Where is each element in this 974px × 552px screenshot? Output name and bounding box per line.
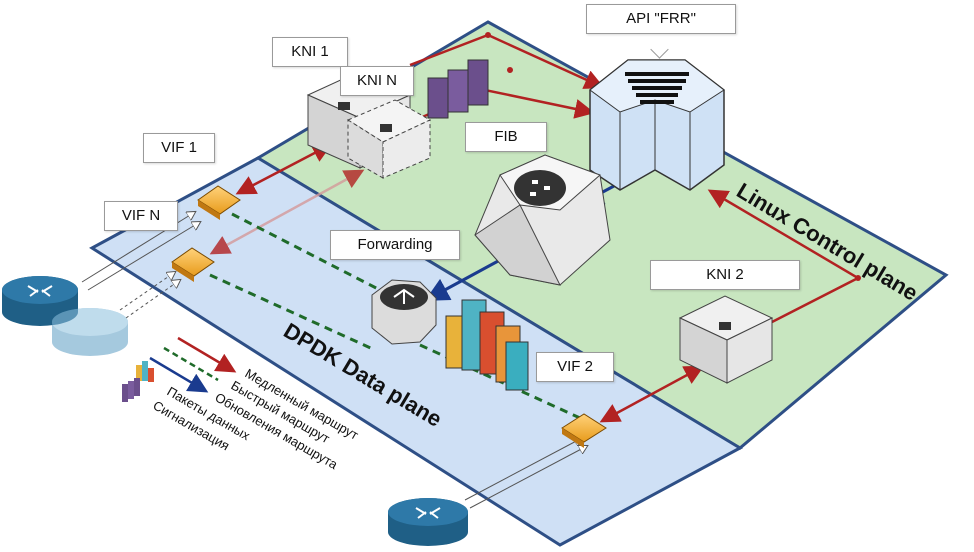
label-vifN-text: VIF N: [121, 207, 161, 224]
slow-route-vifN-kniN: [209, 169, 365, 255]
label-kniN-text: KNI N: [356, 72, 397, 89]
legend-bars-icon: [136, 361, 154, 382]
packet-arrows-left: [81, 212, 587, 509]
label-forwarding: Forwarding: [330, 230, 460, 260]
label-kni2-text: KNI 2: [706, 266, 744, 283]
label-vif2-text: VIF 2: [557, 358, 593, 375]
label-vif2: VIF 2: [536, 352, 614, 382]
forwarding-node: [371, 279, 437, 345]
label-vif1: VIF 1: [143, 133, 215, 163]
label-fib-text: FIB: [494, 128, 518, 145]
data-stacks-top: [427, 59, 489, 119]
legend-signaling-icon: [122, 378, 140, 402]
label-fib: FIB: [465, 122, 547, 152]
label-kniN: KNI N: [340, 66, 414, 96]
api-frr-server: [589, 59, 725, 191]
router-left-faded: [52, 308, 128, 356]
label-kni1-text: KNI 1: [291, 43, 329, 60]
label-api-frr: API "FRR": [586, 4, 736, 59]
router-left: [2, 276, 78, 326]
vif1-node: [197, 185, 241, 220]
fast-route-vifN-fwd: [209, 273, 376, 352]
label-vif1-text: VIF 1: [161, 139, 197, 156]
kniN-cube: [346, 99, 432, 179]
fib-node: [474, 154, 611, 286]
router-bottom: [388, 498, 468, 546]
kni2-cube: [678, 295, 774, 384]
vif2-node: [561, 413, 607, 448]
label-kni2: KNI 2: [650, 260, 800, 290]
vifN-node: [171, 247, 215, 282]
packet-bars: [445, 299, 529, 391]
label-forwarding-text: Forwarding: [357, 236, 433, 253]
label-vifN: VIF N: [104, 201, 178, 231]
update-route-fib-fwd: [424, 258, 501, 301]
label-api-frr-text: API "FRR": [626, 10, 696, 27]
label-kni1: KNI 1: [272, 37, 348, 67]
slow-route-vif2-kni2: [599, 365, 705, 423]
